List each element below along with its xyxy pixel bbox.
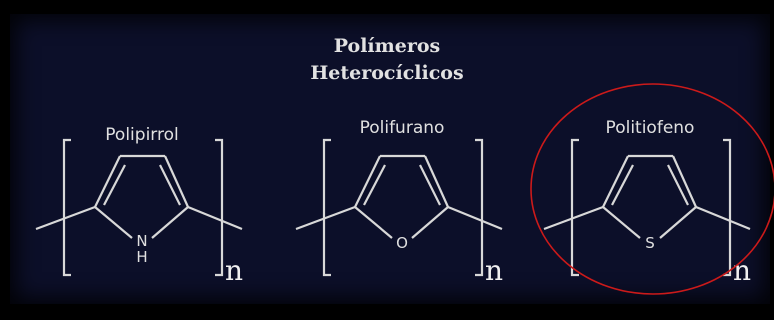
bracket-left	[322, 138, 331, 277]
repeat-unit-n: n	[225, 254, 243, 287]
molecule-name-polifurano: Polifurano	[360, 118, 445, 138]
molecule-name-politiofeno: Politiofeno	[606, 118, 695, 138]
bracket-right	[723, 138, 732, 277]
repeat-unit-n: n	[485, 254, 503, 287]
diagram-panel	[10, 14, 770, 304]
diagram-title: Polímeros Heterocíclicos	[0, 33, 774, 87]
bracket-right	[215, 138, 224, 277]
heteroatom-label: O	[396, 234, 408, 252]
bracket-left	[570, 138, 579, 277]
ring-bonds	[543, 154, 751, 239]
ring-bonds	[295, 154, 503, 239]
bracket-left	[62, 138, 71, 277]
molecule-polipirrol: Polipirrol N H n	[35, 125, 243, 287]
heteroatom-hydrogen: H	[136, 248, 147, 266]
molecule-name-polipirrol: Polipirrol	[105, 125, 178, 145]
repeat-unit-n: n	[733, 254, 751, 287]
molecule-politiofeno: Politiofeno S n	[543, 118, 751, 287]
molecule-polifurano: Polifurano O n	[295, 118, 503, 287]
heteroatom-label: S	[645, 234, 655, 252]
title-line-1: Polímeros	[333, 35, 441, 57]
ring-bonds	[35, 154, 243, 239]
title-line-2: Heterocíclicos	[310, 62, 464, 84]
heteroatom-label: N	[136, 232, 147, 250]
highlight-circle	[530, 83, 774, 295]
bracket-right	[475, 138, 484, 277]
